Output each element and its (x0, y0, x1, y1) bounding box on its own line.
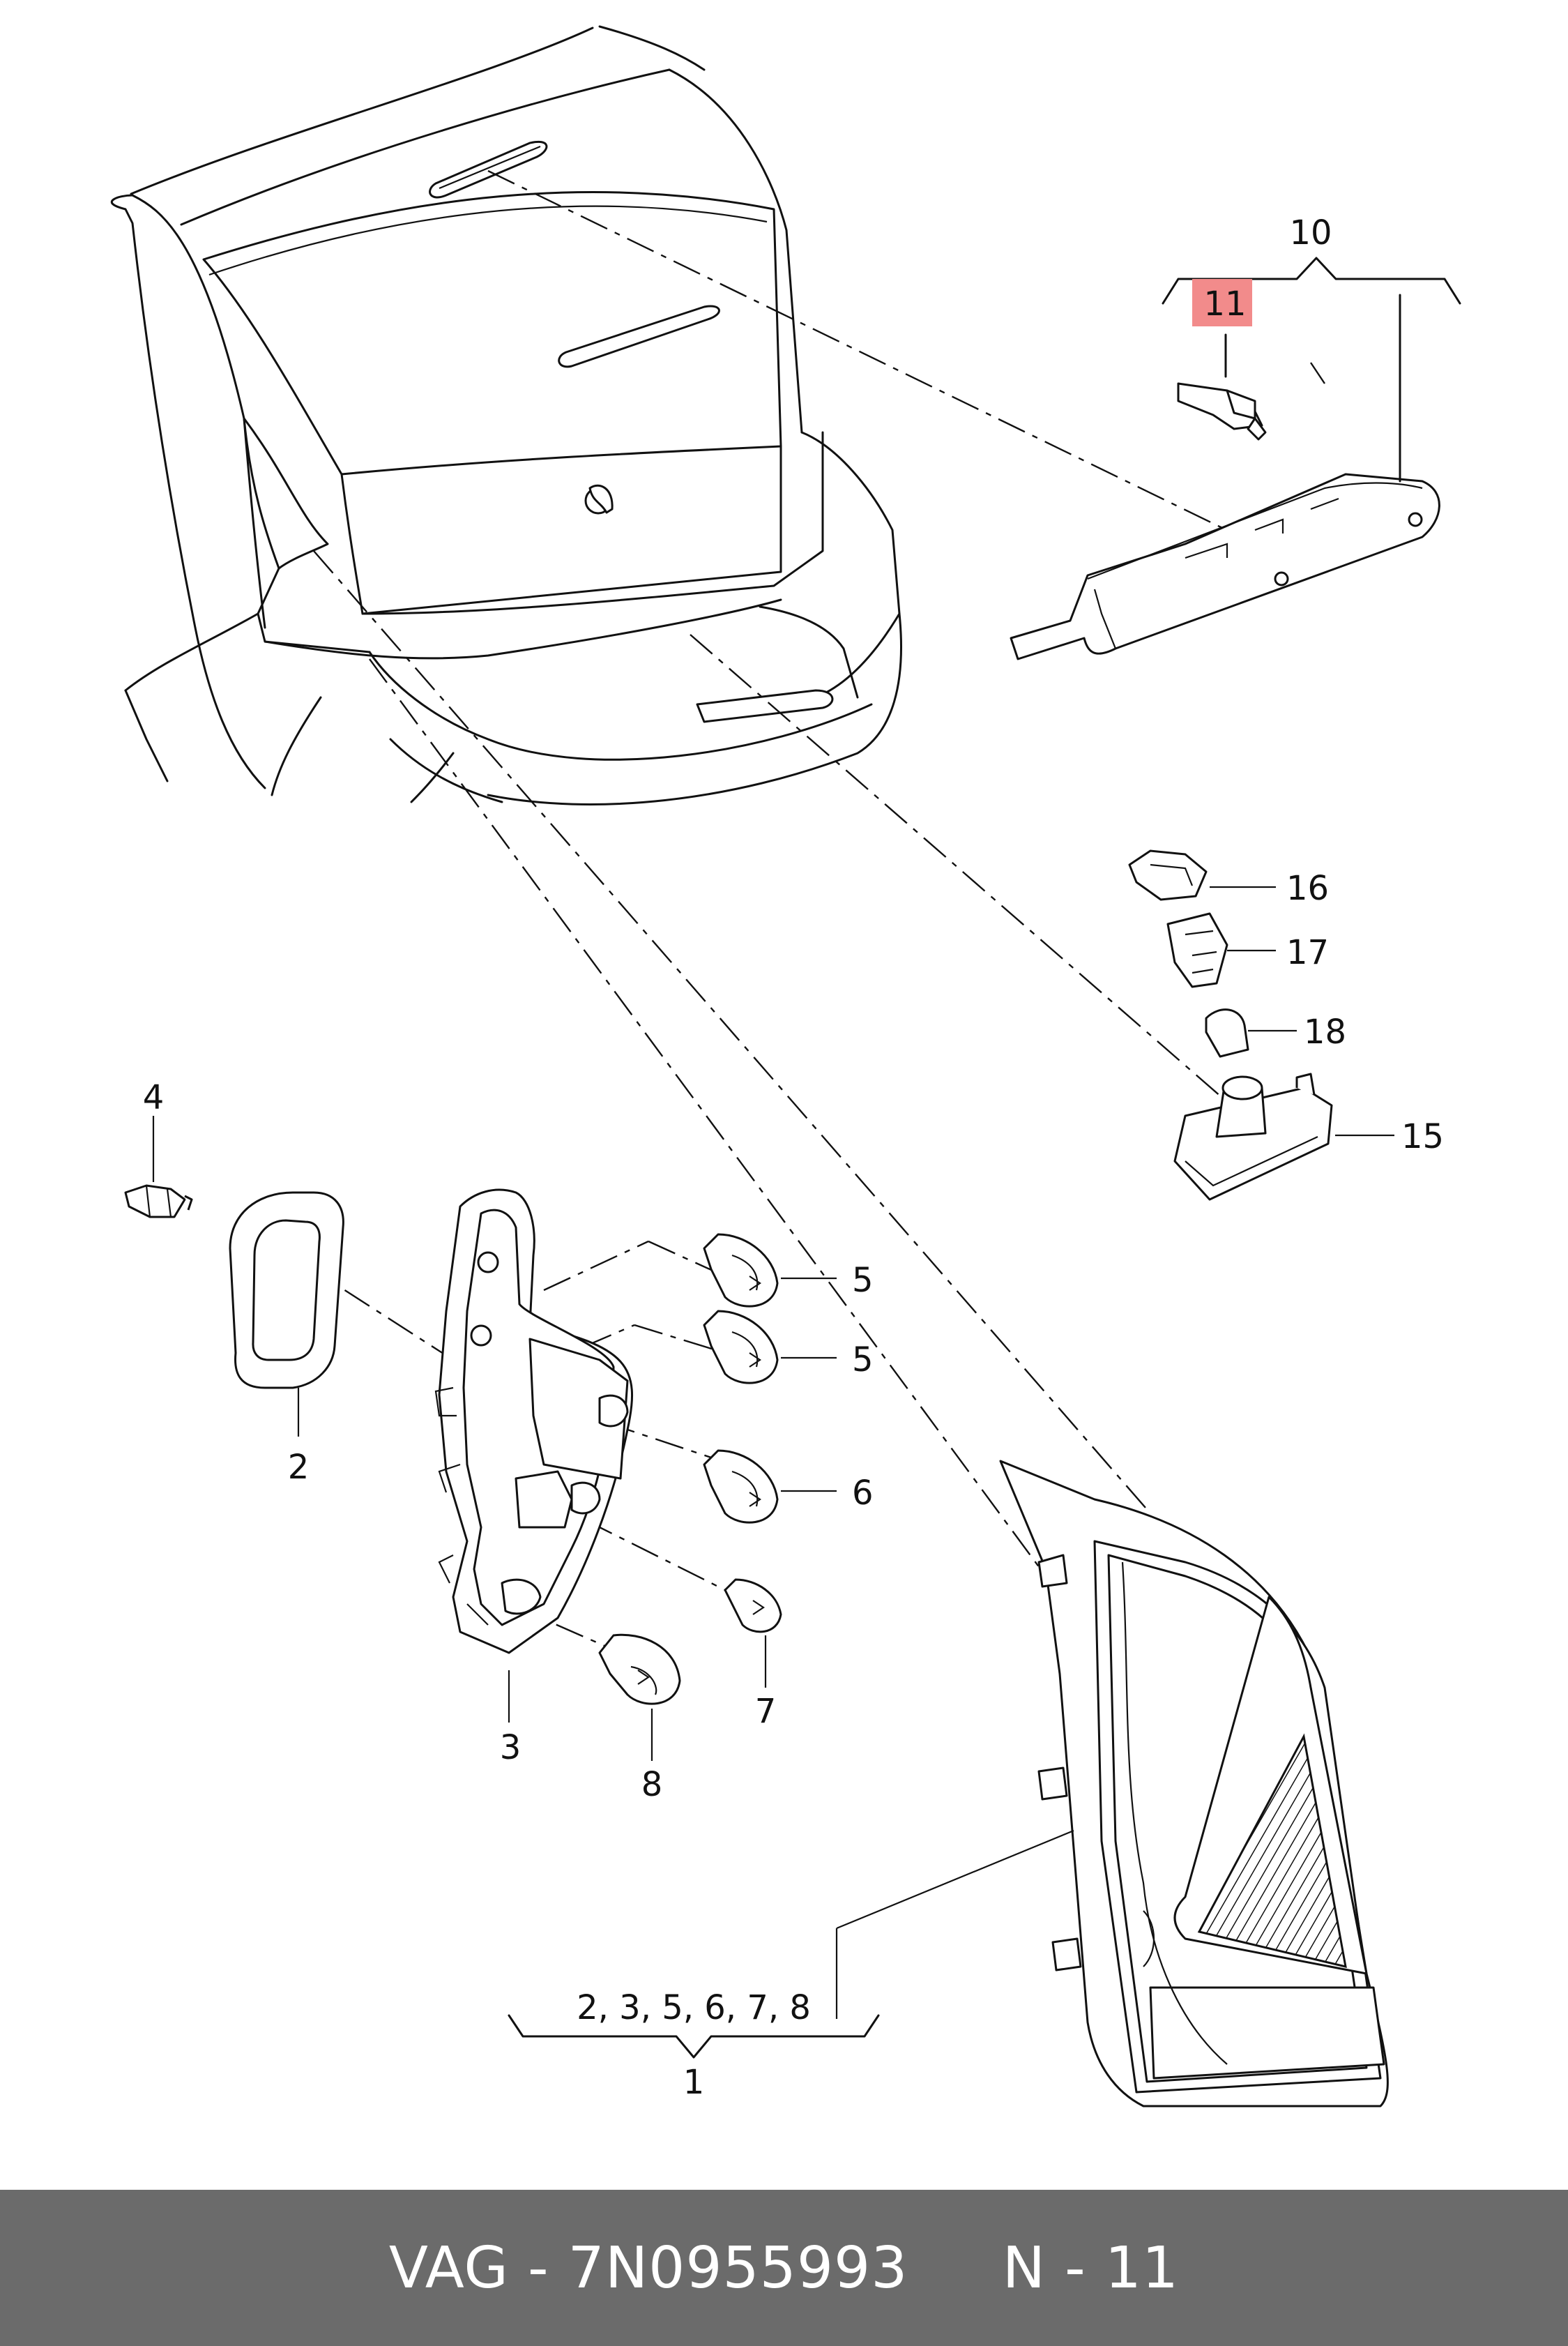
part-number-footer: VAG - 7N0955993 N - 11 (0, 2190, 1568, 2346)
car-rear-illustration (110, 25, 902, 805)
part-number-label: VAG - 7N0955993 N - 11 (388, 2234, 1180, 2301)
bulb-7 (724, 1578, 782, 1633)
part-16-clip (1128, 849, 1208, 901)
bulb-5b (703, 1310, 779, 1384)
part-1-tail-light (999, 1460, 1389, 2107)
callout-5a: 5 (852, 1261, 874, 1300)
callout-10: 10 (1289, 213, 1332, 252)
part-3-bulb-carrier (434, 1188, 633, 1654)
callout-16: 16 (1286, 869, 1329, 908)
callout-group-1: 2, 3, 5, 6, 7, 8 (577, 1988, 811, 2027)
leader-lines (257, 169, 1325, 1709)
part-2-gasket (229, 1191, 344, 1389)
callout-17: 17 (1286, 933, 1329, 972)
callout-4: 4 (143, 1078, 165, 1117)
highlight-11 (1192, 279, 1252, 326)
part-4-clip (124, 1184, 193, 1218)
part-11-connector (1177, 382, 1267, 441)
callout-11: 11 (1203, 285, 1246, 324)
callout-1: 1 (683, 2063, 705, 2102)
callout-6: 6 (852, 1474, 874, 1513)
part-15-housing (1173, 1073, 1333, 1201)
callout-2: 2 (288, 1448, 310, 1487)
callout-15: 15 (1401, 1117, 1444, 1156)
callout-3: 3 (500, 1728, 522, 1767)
part-17-socket (1166, 912, 1228, 988)
bulb-8 (598, 1633, 681, 1705)
bracket-10 (1162, 257, 1461, 483)
callout-7: 7 (755, 1692, 777, 1731)
bulb-5a (703, 1233, 779, 1308)
part-18-bulb (1205, 1008, 1249, 1058)
bracket-1 (508, 2014, 880, 2059)
part-10-brake-light (1010, 473, 1440, 660)
callout-8: 8 (641, 1765, 663, 1804)
bulb-6 (703, 1449, 779, 1524)
callout-18: 18 (1304, 1013, 1346, 1052)
callout-5b: 5 (852, 1340, 874, 1379)
parts-diagram: 10 11 16 17 18 15 4 2 (110, 25, 1461, 2107)
